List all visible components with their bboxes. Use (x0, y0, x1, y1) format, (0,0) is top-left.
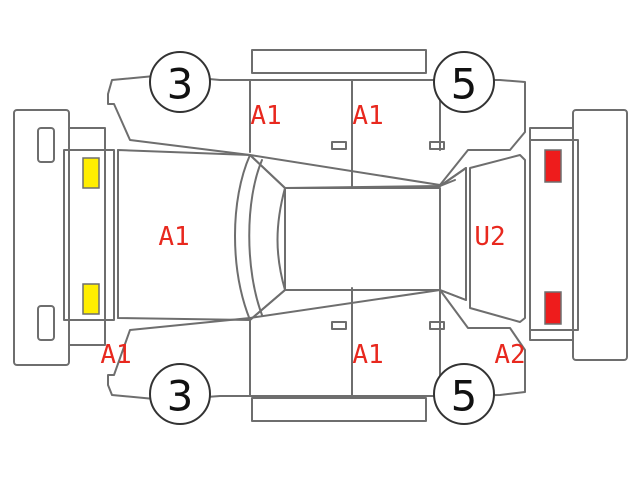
code-bottom-rear-corner: A2 (494, 340, 525, 370)
code-bottom-front-corner: A1 (100, 340, 131, 370)
rear-lamp-right (544, 291, 562, 325)
code-top-front-door: A1 (250, 101, 281, 131)
code-bottom-rear-door: A1 (352, 340, 383, 370)
front-lamp-left (82, 157, 100, 189)
wheel-number-top-right: 5 (451, 60, 478, 109)
rear-lamp-left (544, 149, 562, 183)
front-lamp-right (82, 283, 100, 315)
wheel-number-bottom-right: 5 (451, 372, 478, 421)
car-body-top-view (117, 149, 526, 323)
code-hood: A1 (158, 222, 189, 252)
wheel-top-right: 5 (433, 51, 495, 113)
rear-lamps (529, 139, 579, 331)
code-top-rear-door: A1 (352, 101, 383, 131)
code-rear-glass: U2 (474, 222, 505, 252)
front-lamps (63, 149, 115, 321)
wheel-number-top-left: 3 (167, 60, 194, 109)
wheel-bottom-right: 5 (433, 363, 495, 425)
front-bumper (13, 109, 106, 366)
wheel-top-left: 3 (149, 51, 211, 113)
wheel-bottom-left: 3 (149, 363, 211, 425)
wheel-number-bottom-left: 3 (167, 372, 194, 421)
